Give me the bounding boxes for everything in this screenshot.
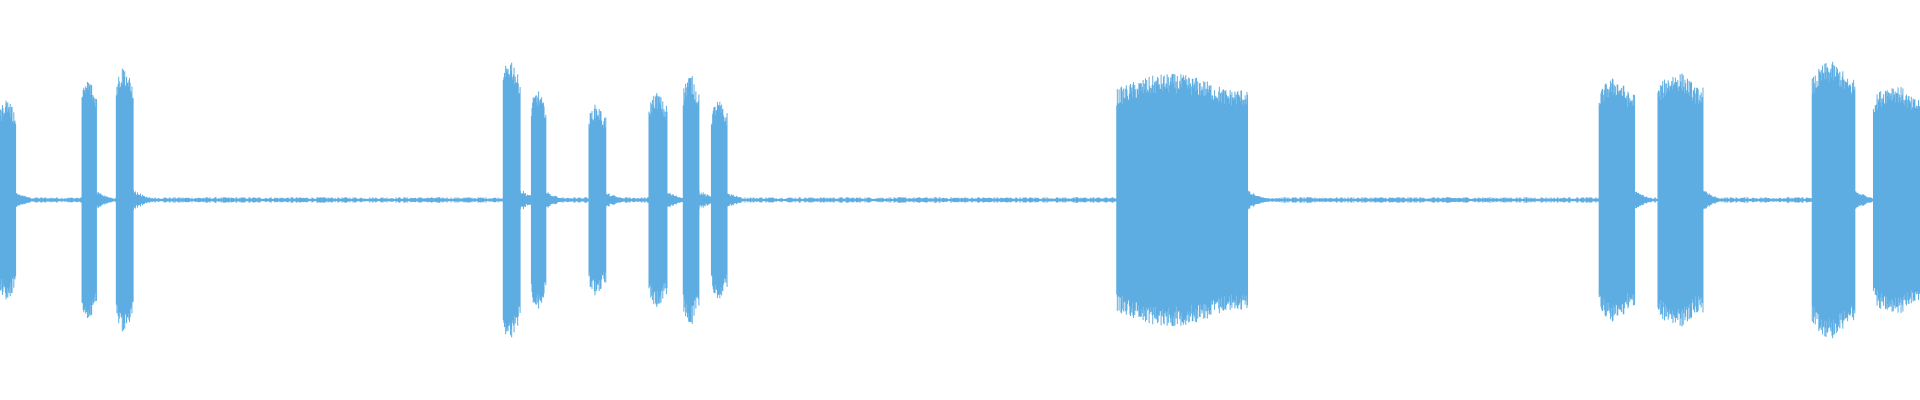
waveform-segment-7 [648, 93, 685, 307]
waveform-segments [0, 61, 1920, 339]
waveform-segment-2 [81, 81, 115, 319]
waveform-segment-1 [0, 100, 34, 300]
waveform-segment-5 [530, 91, 564, 309]
waveform-segment-12 [1657, 73, 1721, 327]
waveform-segment-14 [1872, 87, 1920, 313]
waveform-segment-3 [115, 68, 151, 332]
waveform-segment-11 [1598, 78, 1653, 322]
waveform-segment-9 [710, 101, 745, 299]
waveform-segment-6 [588, 104, 624, 296]
waveform-segment-10 [1116, 73, 1266, 327]
waveform-segment-13 [1811, 61, 1873, 339]
